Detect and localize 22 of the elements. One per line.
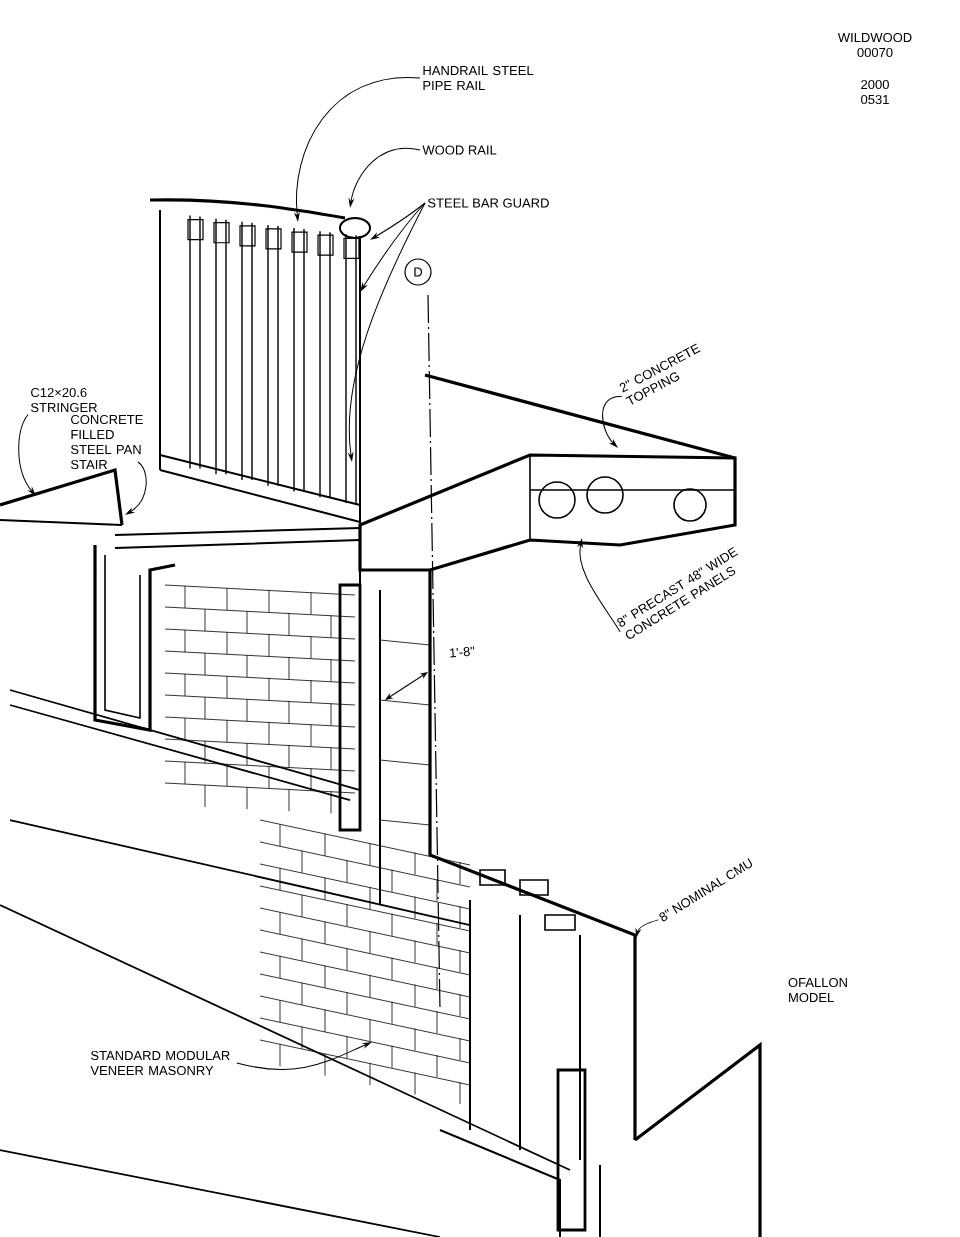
leader-line [635,919,659,937]
leader-line [371,202,426,240]
sheet-number: WILDWOOD 00070 [837,32,912,58]
leader-line [294,77,421,221]
callout-label: STANDARD MODULAR VENEER MASONRY [90,1050,230,1076]
leader-line [348,147,421,207]
leader-line [18,414,36,496]
callout-label: C12×20.6 STRINGER [31,387,97,413]
model-name: OFALLON MODEL [788,977,847,1003]
leader-line [360,202,426,292]
leader-line [348,202,426,461]
leader-line [577,539,621,633]
leader-line [236,1042,371,1070]
callout-label: CONCRETE FILLED STEEL PAN STAIR [71,414,143,470]
leader-line [602,396,623,448]
callout-label: WOOD RAIL [422,145,497,155]
leader-line [126,461,147,515]
callout-label: STEEL BAR GUARD [428,198,549,208]
grid-bubble: D [404,258,432,286]
callout-label: HANDRAIL STEEL PIPE RAIL [423,66,534,91]
dimension-text: 1'-8" [450,646,475,658]
sheet-number: 2000 0531 [861,79,889,105]
